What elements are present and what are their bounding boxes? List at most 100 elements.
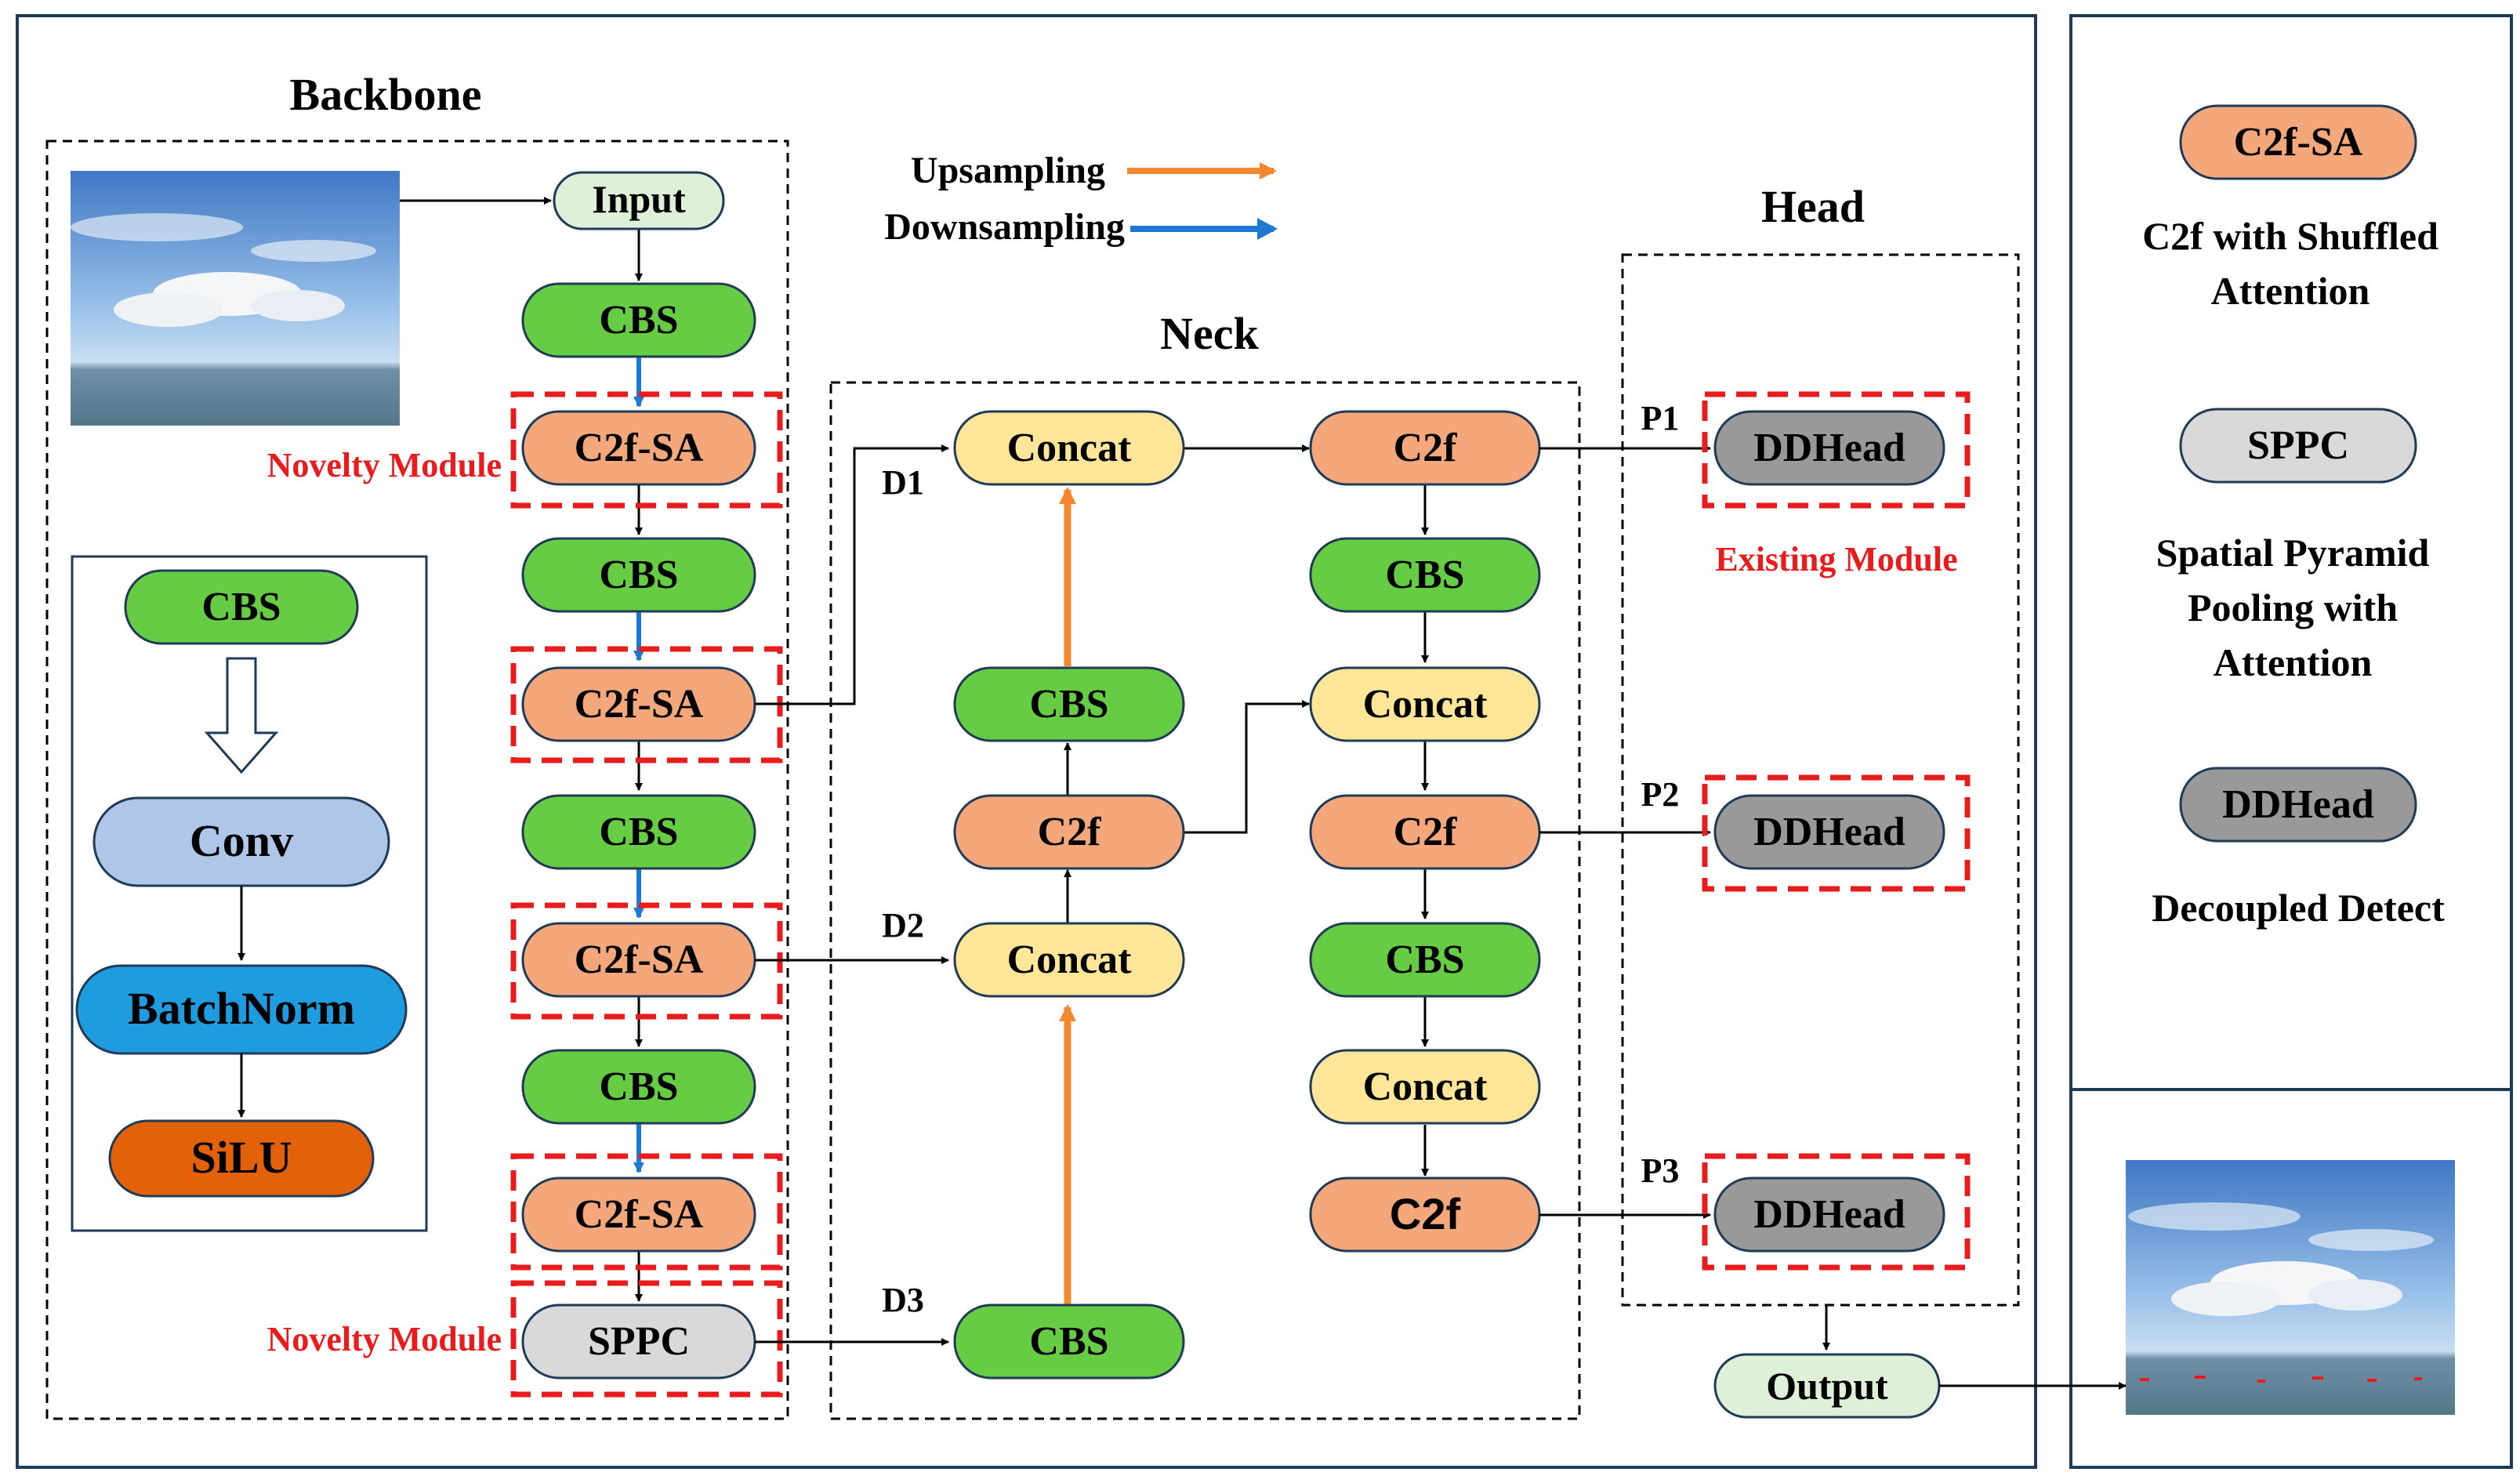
legend-sppc: SPPC — [2179, 408, 2417, 484]
backbone-title: Backbone — [290, 69, 482, 120]
arrow-d1 — [755, 444, 949, 705]
node-output: Output — [1713, 1353, 1941, 1419]
svg-text:Input: Input — [592, 177, 686, 221]
novelty-box-4 — [510, 1153, 783, 1271]
svg-text:Concat: Concat — [1363, 682, 1488, 727]
svg-text:C2f: C2f — [1390, 1189, 1461, 1238]
downsampling-label: Downsampling — [884, 206, 1125, 248]
node-input: Input — [553, 171, 725, 230]
node-ddhead-1: DDHead — [1713, 410, 1945, 486]
detail-batchnorm: BatchNorm — [75, 964, 408, 1055]
upsampling-label: Upsampling — [911, 150, 1105, 191]
node-neck-cbs-r2: CBS — [1309, 922, 1541, 998]
svg-text:Output: Output — [1766, 1364, 1888, 1408]
existing-box-2 — [1702, 774, 1971, 892]
svg-text:DDHead: DDHead — [2222, 782, 2374, 827]
node-neck-concat-1: Concat — [953, 410, 1185, 486]
label-p1: P1 — [1641, 399, 1680, 437]
svg-text:SPPC: SPPC — [2247, 423, 2349, 468]
head-box — [1621, 253, 2020, 1307]
svg-text:CBS: CBS — [599, 553, 678, 597]
svg-text:DDHead: DDHead — [1753, 810, 1905, 854]
node-neck-cbs-r1: CBS — [1309, 537, 1541, 613]
svg-text:Concat: Concat — [1007, 937, 1133, 982]
svg-text:Conv: Conv — [190, 815, 293, 866]
label-d3: D3 — [882, 1281, 924, 1319]
input-image — [71, 171, 400, 426]
existing-box-1 — [1702, 391, 1971, 509]
head-title: Head — [1761, 181, 1865, 232]
node-neck-c2f-r1: C2f — [1309, 410, 1541, 486]
legend-ddhead: DDHead — [2179, 767, 2417, 843]
node-neck-c2f-r2: C2f — [1309, 794, 1541, 870]
cbs-detail-box — [71, 555, 428, 1232]
legend-c2fsa: C2f-SA — [2179, 104, 2417, 180]
detail-conv: Conv — [92, 796, 390, 887]
node-ddhead-3: DDHead — [1713, 1177, 1945, 1253]
node-c2fsa-1: C2f-SA — [521, 410, 756, 486]
label-p2: P2 — [1641, 775, 1680, 814]
novelty-label-bottom: Novelty Module — [267, 1320, 502, 1358]
node-c2fsa-3: C2f-SA — [521, 922, 756, 998]
svg-text:CBS: CBS — [1385, 937, 1464, 982]
node-cbs-2: CBS — [521, 537, 756, 613]
novelty-label-top: Novelty Module — [267, 446, 502, 484]
downsampling-arrowhead — [1257, 218, 1278, 240]
node-sppc: SPPC — [521, 1304, 756, 1380]
svg-text:BatchNorm: BatchNorm — [128, 983, 355, 1034]
legend-sppc-desc-1: Spatial Pyramid — [2156, 531, 2430, 575]
svg-text:C2f-SA: C2f-SA — [575, 1192, 704, 1237]
svg-text:Concat: Concat — [1007, 426, 1133, 470]
label-d1: D1 — [882, 463, 924, 502]
svg-text:CBS: CBS — [1029, 1319, 1108, 1364]
main-frame — [16, 14, 2037, 1469]
svg-text:SPPC: SPPC — [588, 1319, 690, 1364]
node-neck-concat-2: Concat — [953, 922, 1185, 998]
svg-text:C2f: C2f — [1038, 810, 1102, 854]
legend-c2fsa-desc-1: C2f with Shuffled — [2142, 214, 2438, 258]
svg-text:CBS: CBS — [599, 1064, 678, 1109]
node-cbs-4: CBS — [521, 1049, 756, 1125]
svg-text:CBS: CBS — [1029, 682, 1108, 727]
svg-text:C2f-SA: C2f-SA — [575, 682, 704, 727]
node-c2fsa-2: C2f-SA — [521, 666, 756, 742]
node-ddhead-2: DDHead — [1713, 794, 1945, 870]
svg-text:CBS: CBS — [1385, 553, 1464, 597]
legend-sppc-desc-2: Pooling with — [2188, 586, 2398, 629]
svg-text:C2f-SA: C2f-SA — [575, 426, 704, 470]
svg-text:CBS: CBS — [201, 585, 281, 629]
svg-text:CBS: CBS — [599, 298, 678, 343]
node-cbs-3: CBS — [521, 794, 756, 870]
existing-box-3 — [1702, 1153, 1971, 1271]
node-neck-c2f-r3: C2f — [1309, 1177, 1541, 1253]
legend-c2fsa-desc-2: Attention — [2211, 269, 2370, 313]
svg-text:DDHead: DDHead — [1753, 1192, 1905, 1237]
neck-title: Neck — [1160, 308, 1259, 359]
output-image — [2126, 1160, 2455, 1415]
detail-cbs: CBS — [124, 569, 359, 645]
legend-sppc-desc-3: Attention — [2214, 640, 2373, 684]
svg-text:C2f: C2f — [1394, 426, 1458, 470]
svg-text:C2f-SA: C2f-SA — [575, 937, 704, 982]
svg-text:Concat: Concat — [1363, 1064, 1488, 1109]
node-neck-concat-r2: Concat — [1309, 1049, 1541, 1125]
node-neck-cbs-bottom: CBS — [953, 1304, 1185, 1380]
arrow-c2fmid-to-concatr1 — [1184, 700, 1310, 834]
node-neck-cbs-mid: CBS — [953, 666, 1185, 742]
node-cbs-1: CBS — [521, 282, 756, 358]
detail-hollow-arrow — [204, 657, 279, 774]
svg-text:DDHead: DDHead — [1753, 426, 1905, 470]
svg-text:CBS: CBS — [599, 810, 678, 854]
novelty-box-1 — [510, 391, 783, 509]
existing-module-label: Existing Module — [1715, 540, 1957, 578]
svg-text:C2f: C2f — [1394, 810, 1458, 854]
novelty-box-5 — [510, 1280, 783, 1398]
legend-frame — [2069, 14, 2513, 1469]
detail-silu: SiLU — [108, 1119, 375, 1198]
node-c2fsa-4: C2f-SA — [521, 1177, 756, 1253]
svg-text:C2f-SA: C2f-SA — [2234, 120, 2363, 165]
label-d2: D2 — [882, 906, 924, 945]
svg-text:SiLU: SiLU — [191, 1132, 292, 1183]
label-p3: P3 — [1641, 1151, 1680, 1190]
